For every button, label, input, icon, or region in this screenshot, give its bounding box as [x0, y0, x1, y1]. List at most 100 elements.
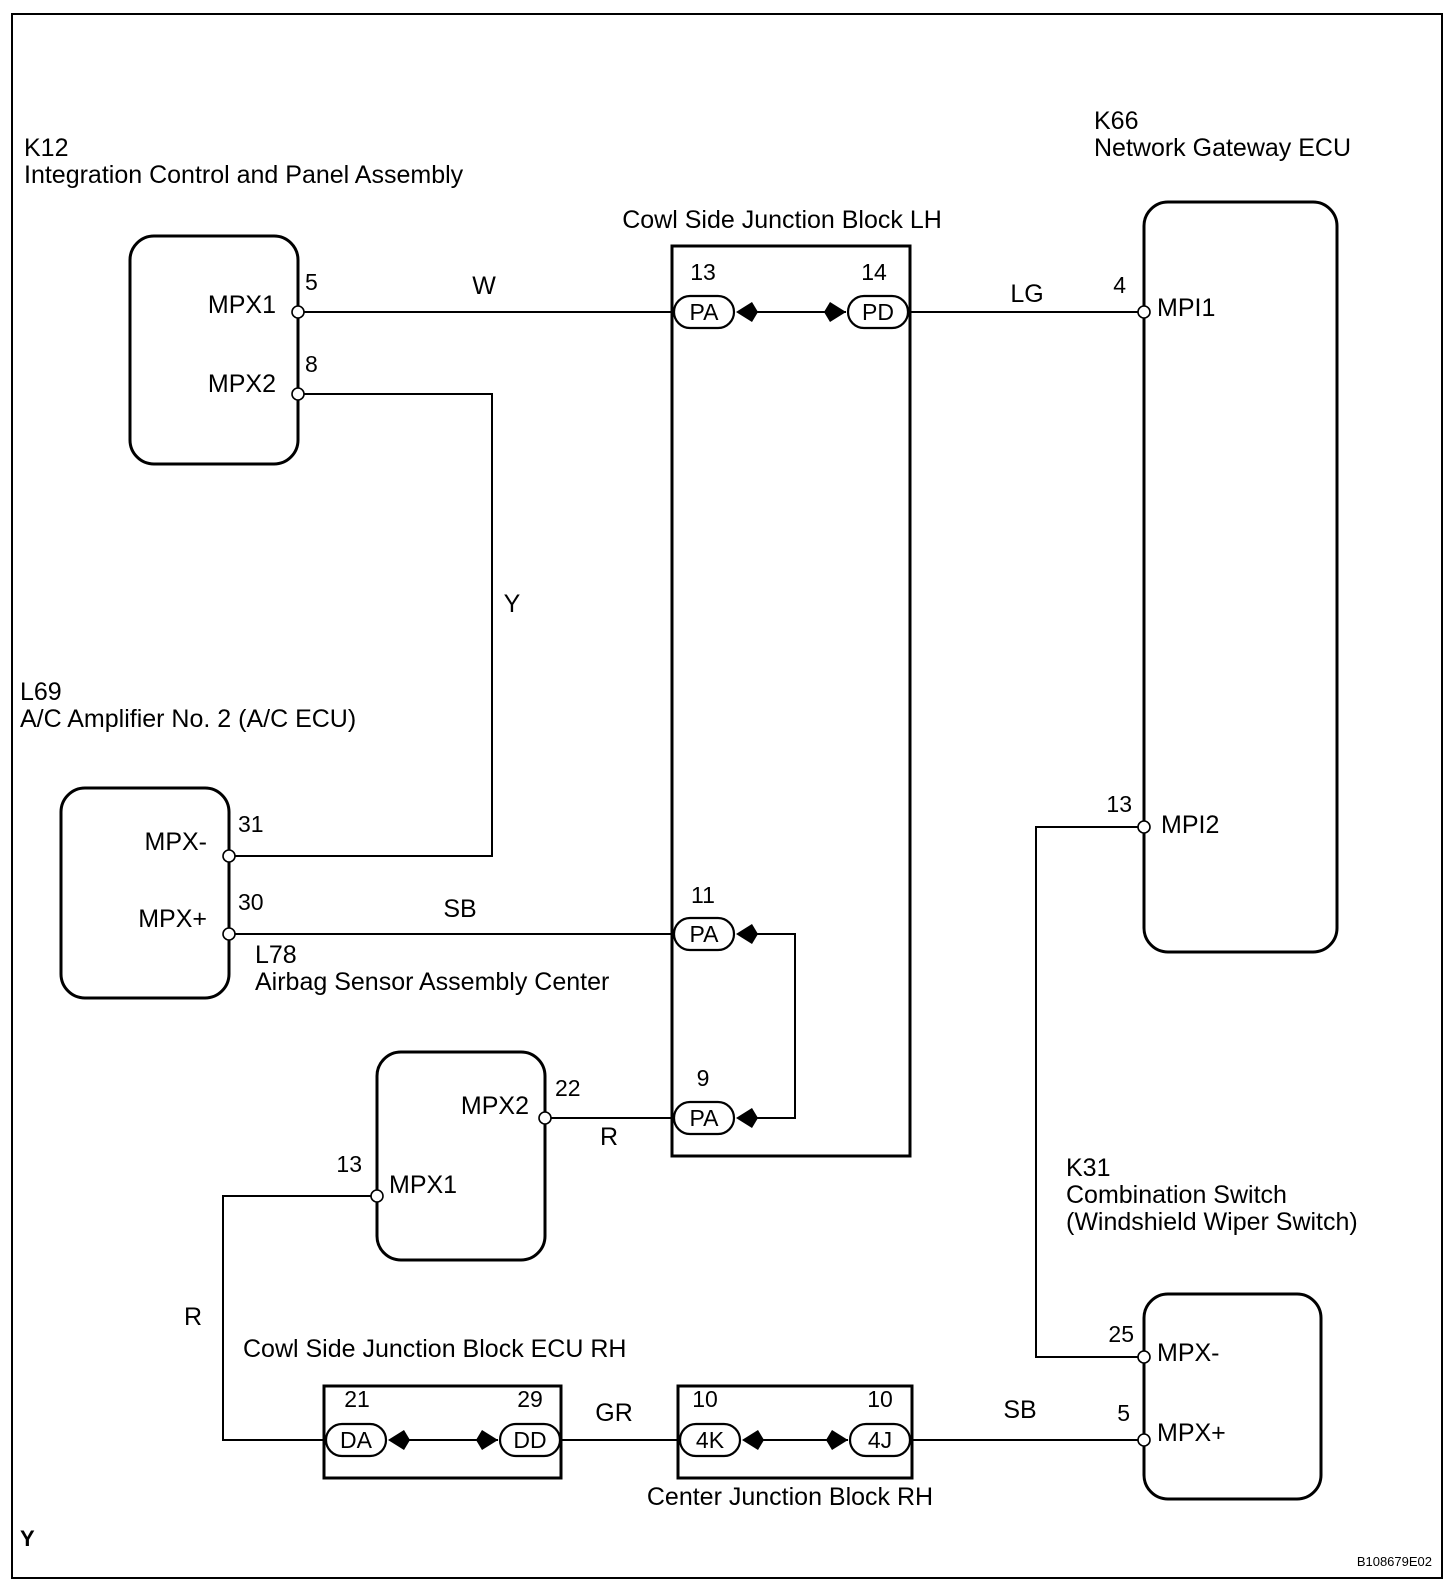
l69-name: A/C Amplifier No. 2 (A/C ECU) — [20, 705, 356, 733]
terminal-k12-8 — [291, 387, 305, 401]
terminal-k66-4 — [1137, 305, 1151, 319]
wire-color-r-l78-mpx1: R — [184, 1303, 202, 1331]
l69-pin-31-number: 31 — [238, 811, 264, 837]
l78-pin-mpx1-label: MPX1 — [389, 1171, 457, 1199]
k31-pin-5-number: 5 — [1117, 1400, 1130, 1426]
k66-pin-mpi1-label: MPI1 — [1157, 294, 1215, 322]
k12-code: K12 — [24, 134, 68, 162]
cowl-rh-pin-29: 29 — [517, 1386, 543, 1412]
l69-code: L69 — [20, 678, 62, 706]
k12-pin-mpx1-label: MPX1 — [208, 291, 276, 319]
k31-pin-mpx-minus-label: MPX- — [1157, 1339, 1220, 1367]
connector-4k-10: 4K — [678, 1422, 742, 1458]
svg-text:4J: 4J — [868, 1427, 892, 1453]
l78-name: Airbag Sensor Assembly Center — [255, 968, 609, 996]
k66-component-box — [1142, 200, 1339, 954]
svg-text:DA: DA — [340, 1427, 373, 1453]
svg-text:PA: PA — [690, 299, 720, 325]
wire-pa11-to-pa9-internal — [746, 933, 796, 1119]
center-rh-pin-10a: 10 — [692, 1386, 718, 1412]
k66-name: Network Gateway ECU — [1094, 134, 1351, 162]
connector-dd-29: DD — [498, 1422, 562, 1458]
connector-pa-13: PA — [672, 294, 736, 330]
arrow-pd14 — [824, 302, 846, 322]
l78-pin-13-number: 13 — [336, 1151, 362, 1177]
k31-component-box — [1142, 1292, 1323, 1501]
k12-name: Integration Control and Panel Assembly — [24, 161, 464, 189]
arrow-4k10 — [742, 1430, 764, 1450]
arrow-dd29 — [476, 1430, 498, 1450]
cowl-lh-pin-14: 14 — [861, 259, 887, 285]
k31-pin-mpx-plus-label: MPX+ — [1157, 1419, 1226, 1447]
cowl-lh-pin-11: 11 — [691, 882, 715, 908]
connector-4j-10: 4J — [848, 1422, 912, 1458]
terminal-k12-5 — [291, 305, 305, 319]
k12-component-box — [128, 234, 300, 466]
terminal-l69-31 — [222, 849, 236, 863]
k66-pin-mpi2-label: MPI2 — [1161, 811, 1219, 839]
cowl-lh-pin-13: 13 — [690, 259, 716, 285]
connector-da-21: DA — [324, 1422, 388, 1458]
center-rh-junction-block — [676, 1384, 914, 1480]
terminal-k66-13 — [1137, 820, 1151, 834]
k31-name-line1: Combination Switch — [1066, 1181, 1287, 1209]
arrow-4j10 — [826, 1430, 848, 1450]
cowl-lh-junction-block-label: Cowl Side Junction Block LH — [622, 206, 942, 234]
wire-k66-mpi2-to-k31-mpx-minus — [1035, 826, 1140, 1358]
center-rh-junction-block-label: Center Junction Block RH — [647, 1483, 933, 1511]
wire-k12-mpx2-to-l69-mpx-minus — [235, 393, 493, 857]
cowl-rh-ecu-junction-block — [322, 1384, 563, 1480]
l78-pin-mpx2-label: MPX2 — [461, 1092, 529, 1120]
corner-mark: Y — [20, 1526, 35, 1551]
l78-component-box — [375, 1050, 547, 1262]
l69-component-box — [59, 786, 231, 1000]
center-rh-pin-10b: 10 — [867, 1386, 893, 1412]
k66-pin-4-number: 4 — [1113, 272, 1126, 298]
l78-code: L78 — [255, 941, 297, 969]
k12-pin-mpx2-label: MPX2 — [208, 370, 276, 398]
connector-pd-14: PD — [846, 294, 910, 330]
k12-pin-5-number: 5 — [305, 269, 318, 295]
wire-color-sb-l69: SB — [443, 895, 476, 923]
k31-code: K31 — [1066, 1154, 1110, 1182]
svg-text:DD: DD — [513, 1427, 546, 1453]
wire-color-y: Y — [504, 590, 521, 618]
wire-color-w: W — [472, 272, 496, 300]
terminal-l69-30 — [222, 927, 236, 941]
connector-pa-9: PA — [672, 1100, 736, 1136]
l78-pin-22-number: 22 — [555, 1075, 581, 1101]
wire-color-sb-k31: SB — [1003, 1396, 1036, 1424]
svg-text:4K: 4K — [696, 1427, 725, 1453]
connector-pa-11: PA — [672, 916, 736, 952]
arrow-pa13 — [736, 302, 758, 322]
svg-text:PD: PD — [862, 299, 894, 325]
terminal-k31-25 — [1137, 1350, 1151, 1364]
terminal-l78-22 — [538, 1111, 552, 1125]
diagram-frame — [11, 13, 1443, 1579]
k31-pin-25-number: 25 — [1108, 1321, 1134, 1347]
l69-pin-mpx-minus-label: MPX- — [145, 828, 208, 856]
k66-pin-13-number: 13 — [1106, 791, 1132, 817]
l69-pin-30-number: 30 — [238, 889, 264, 915]
k66-code: K66 — [1094, 107, 1138, 135]
arrow-pa9 — [736, 1108, 758, 1128]
k31-name-line2: (Windshield Wiper Switch) — [1066, 1208, 1358, 1236]
wire-l78-mpx1-to-da21 — [222, 1195, 374, 1441]
cowl-lh-junction-block — [670, 244, 912, 1158]
cowl-rh-ecu-junction-block-label: Cowl Side Junction Block ECU RH — [243, 1335, 626, 1363]
wire-color-r-l78-mpx2: R — [600, 1123, 618, 1151]
cowl-lh-pin-9: 9 — [697, 1065, 710, 1091]
cowl-rh-pin-21: 21 — [344, 1386, 370, 1412]
terminal-k31-5 — [1137, 1433, 1151, 1447]
k12-pin-8-number: 8 — [305, 351, 318, 377]
svg-text:PA: PA — [690, 1105, 720, 1131]
svg-text:PA: PA — [690, 921, 720, 947]
l69-pin-mpx-plus-label: MPX+ — [138, 905, 207, 933]
wire-color-gr-dd29: GR — [595, 1399, 633, 1427]
wire-color-lg: LG — [1010, 280, 1043, 308]
terminal-l78-13 — [370, 1189, 384, 1203]
arrow-pa11 — [736, 924, 758, 944]
figure-id: B108679E02 — [1357, 1554, 1432, 1569]
arrow-da21 — [388, 1430, 410, 1450]
